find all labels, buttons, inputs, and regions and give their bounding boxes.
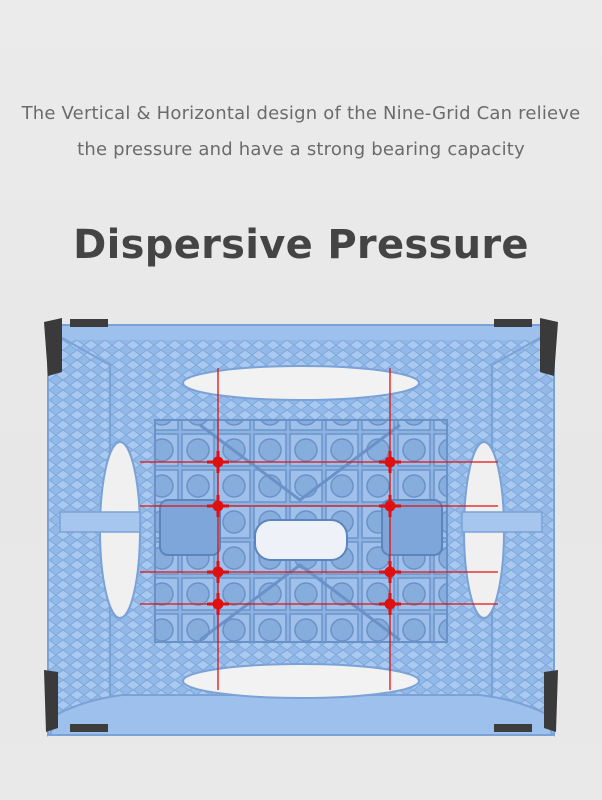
description-line-2: the pressure and have a strong bearing c… bbox=[77, 139, 525, 160]
pressure-point-markers bbox=[207, 451, 401, 615]
description-line-1: The Vertical & Horizontal design of the … bbox=[21, 103, 581, 124]
pressure-grid-overlay bbox=[140, 368, 498, 690]
rubber-feet bbox=[44, 318, 558, 732]
nine-grid-plate bbox=[154, 419, 448, 643]
headline: Dispersive Pressure bbox=[73, 222, 529, 268]
stool-underside-image bbox=[44, 318, 558, 737]
